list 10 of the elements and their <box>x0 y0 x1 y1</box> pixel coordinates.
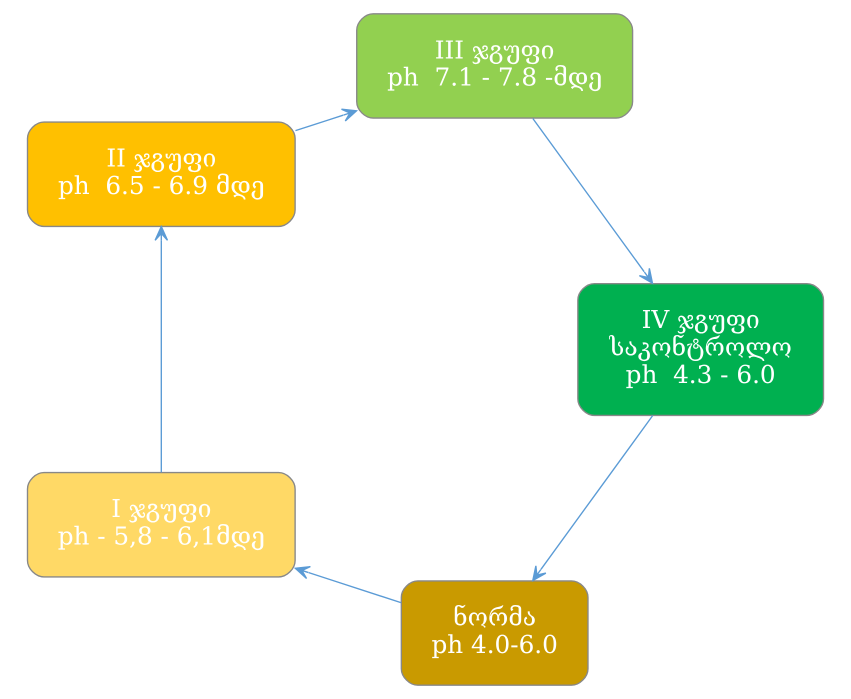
node-box: III ჯგუფი ph 7.1 - 7.8 -მდე <box>356 13 634 119</box>
arrow <box>532 118 654 284</box>
arrow <box>154 226 168 472</box>
arrow <box>295 108 358 132</box>
node-box: ნორმა ph 4.0-6.0 <box>400 580 589 686</box>
arrow <box>294 566 402 604</box>
node-box: IV ჯგუფი საკონტროლო ph 4.3 - 6.0 <box>577 282 824 416</box>
node-box: II ჯგუფი ph 6.5 - 6.9 მდე <box>26 121 296 228</box>
arrow <box>532 415 654 582</box>
node-box: I ჯგუფი ph - 5,8 - 6,1მდე <box>26 472 296 578</box>
